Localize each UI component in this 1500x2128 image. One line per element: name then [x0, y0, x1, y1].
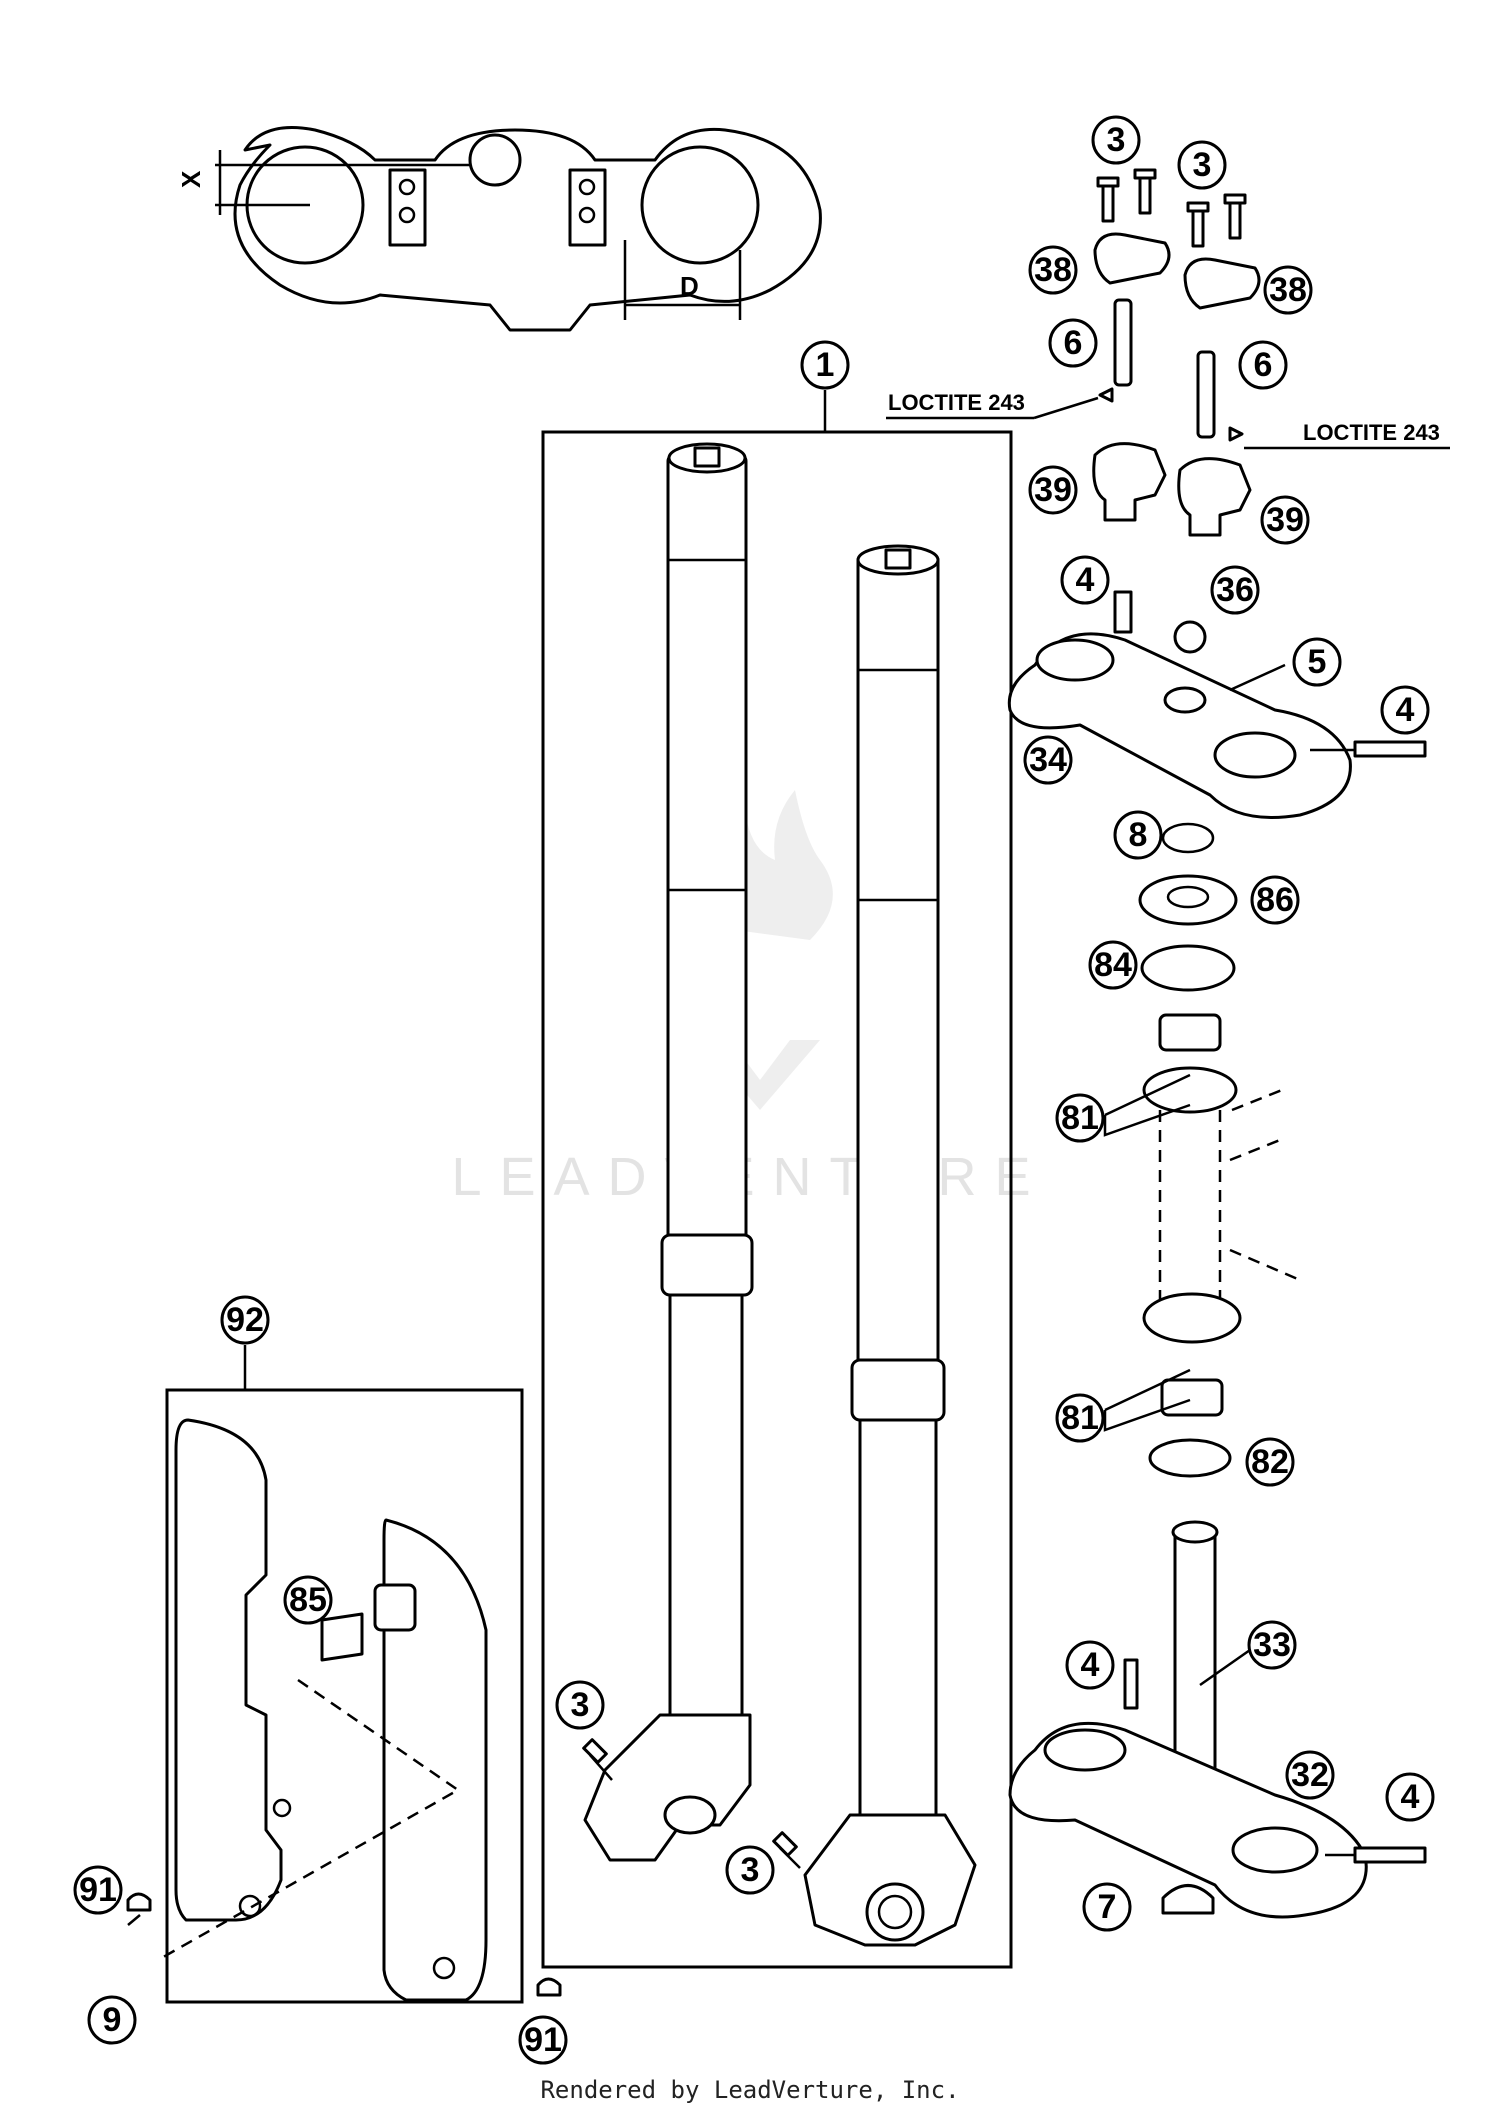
callout: 86 [1250, 875, 1300, 925]
callout: 7 [1082, 1882, 1132, 1932]
svg-text:4: 4 [1396, 691, 1415, 729]
callout: 39 [1260, 495, 1310, 545]
svg-text:85: 85 [289, 1581, 327, 1619]
svg-text:4: 4 [1081, 1646, 1100, 1684]
callout: 6 [1048, 318, 1098, 368]
callout: 3 [1177, 140, 1227, 190]
callout: 84 [1088, 940, 1138, 990]
svg-text:39: 39 [1034, 471, 1072, 509]
callout: 5 [1292, 637, 1342, 687]
callout: 4 [1065, 1640, 1115, 1690]
callout: 82 [1245, 1437, 1295, 1487]
svg-text:81: 81 [1061, 1399, 1099, 1437]
svg-text:33: 33 [1253, 1626, 1291, 1664]
callout: 4 [1385, 1772, 1435, 1822]
callout: 92 [220, 1295, 270, 1345]
svg-text:84: 84 [1094, 946, 1132, 984]
callout: 4 [1060, 555, 1110, 605]
callout: 4 [1380, 685, 1430, 735]
dim-d-label: D [680, 271, 699, 301]
callout: 38 [1263, 265, 1313, 315]
callout: 81 [1055, 1093, 1105, 1143]
callout: 32 [1285, 1750, 1335, 1800]
callout: 85 [283, 1575, 333, 1625]
callout: 91 [73, 1865, 123, 1915]
svg-text:34: 34 [1029, 741, 1067, 779]
callout: 81 [1055, 1393, 1105, 1443]
svg-text:3: 3 [571, 1686, 590, 1724]
svg-text:1: 1 [816, 346, 835, 384]
watermark-text: LEADVENTURE [451, 1147, 1048, 1207]
callout: 91 [518, 2015, 568, 2065]
callout: 6 [1238, 340, 1288, 390]
svg-text:86: 86 [1256, 881, 1294, 919]
callout: 33 [1247, 1620, 1297, 1670]
callout: 34 [1023, 735, 1073, 785]
svg-text:92: 92 [226, 1301, 264, 1339]
callout: 3 [725, 1845, 775, 1895]
callout: 39 [1028, 465, 1078, 515]
svg-text:36: 36 [1216, 571, 1254, 609]
callout: 3 [555, 1680, 605, 1730]
fork-assembly-box [541, 430, 1013, 1969]
svg-text:39: 39 [1266, 501, 1304, 539]
loctite-label-right: LOCTITE 243 [1303, 420, 1440, 445]
small-fasteners [126, 1738, 801, 1997]
svg-text:3: 3 [1193, 146, 1212, 184]
callout: 38 [1028, 245, 1078, 295]
svg-text:38: 38 [1034, 251, 1072, 289]
svg-text:4: 4 [1076, 561, 1095, 599]
callouts: 1 3 3 38 38 6 6 39 39 4 36 5 4 34 8 86 8… [73, 115, 1435, 2065]
callout: 1 [800, 340, 850, 390]
svg-text:91: 91 [79, 1871, 117, 1909]
callout: 36 [1210, 565, 1260, 615]
svg-text:81: 81 [1061, 1099, 1099, 1137]
footer-credit: Rendered by LeadVerture, Inc. [540, 2076, 959, 2104]
loctite-label-left: LOCTITE 243 [888, 390, 1025, 415]
triple-clamp-detail: X D [176, 126, 822, 332]
callout: 3 [1091, 115, 1141, 165]
callout: 8 [1113, 810, 1163, 860]
flame-logo-icon [722, 790, 833, 940]
svg-text:38: 38 [1269, 271, 1307, 309]
svg-text:9: 9 [103, 2001, 122, 2039]
svg-text:3: 3 [1107, 121, 1126, 159]
svg-text:8: 8 [1129, 816, 1148, 854]
steering-head-assembly: LOCTITE 243 LOCTITE 243 [886, 168, 1450, 1919]
fork-legs-assembly [541, 390, 1013, 1969]
svg-text:7: 7 [1098, 1888, 1117, 1926]
fork-guard-box [165, 1388, 524, 2004]
fork-guards-assembly [127, 1345, 524, 2004]
svg-text:6: 6 [1064, 324, 1083, 362]
svg-text:5: 5 [1308, 643, 1327, 681]
svg-text:82: 82 [1251, 1443, 1289, 1481]
svg-text:91: 91 [524, 2021, 562, 2059]
svg-text:6: 6 [1254, 346, 1273, 384]
watermark: LEADVENTURE [451, 790, 1048, 1207]
svg-text:4: 4 [1401, 1778, 1420, 1816]
callout: 9 [87, 1995, 137, 2045]
dim-x-label: X [176, 170, 206, 188]
svg-text:3: 3 [741, 1851, 760, 1889]
svg-text:32: 32 [1291, 1756, 1329, 1794]
